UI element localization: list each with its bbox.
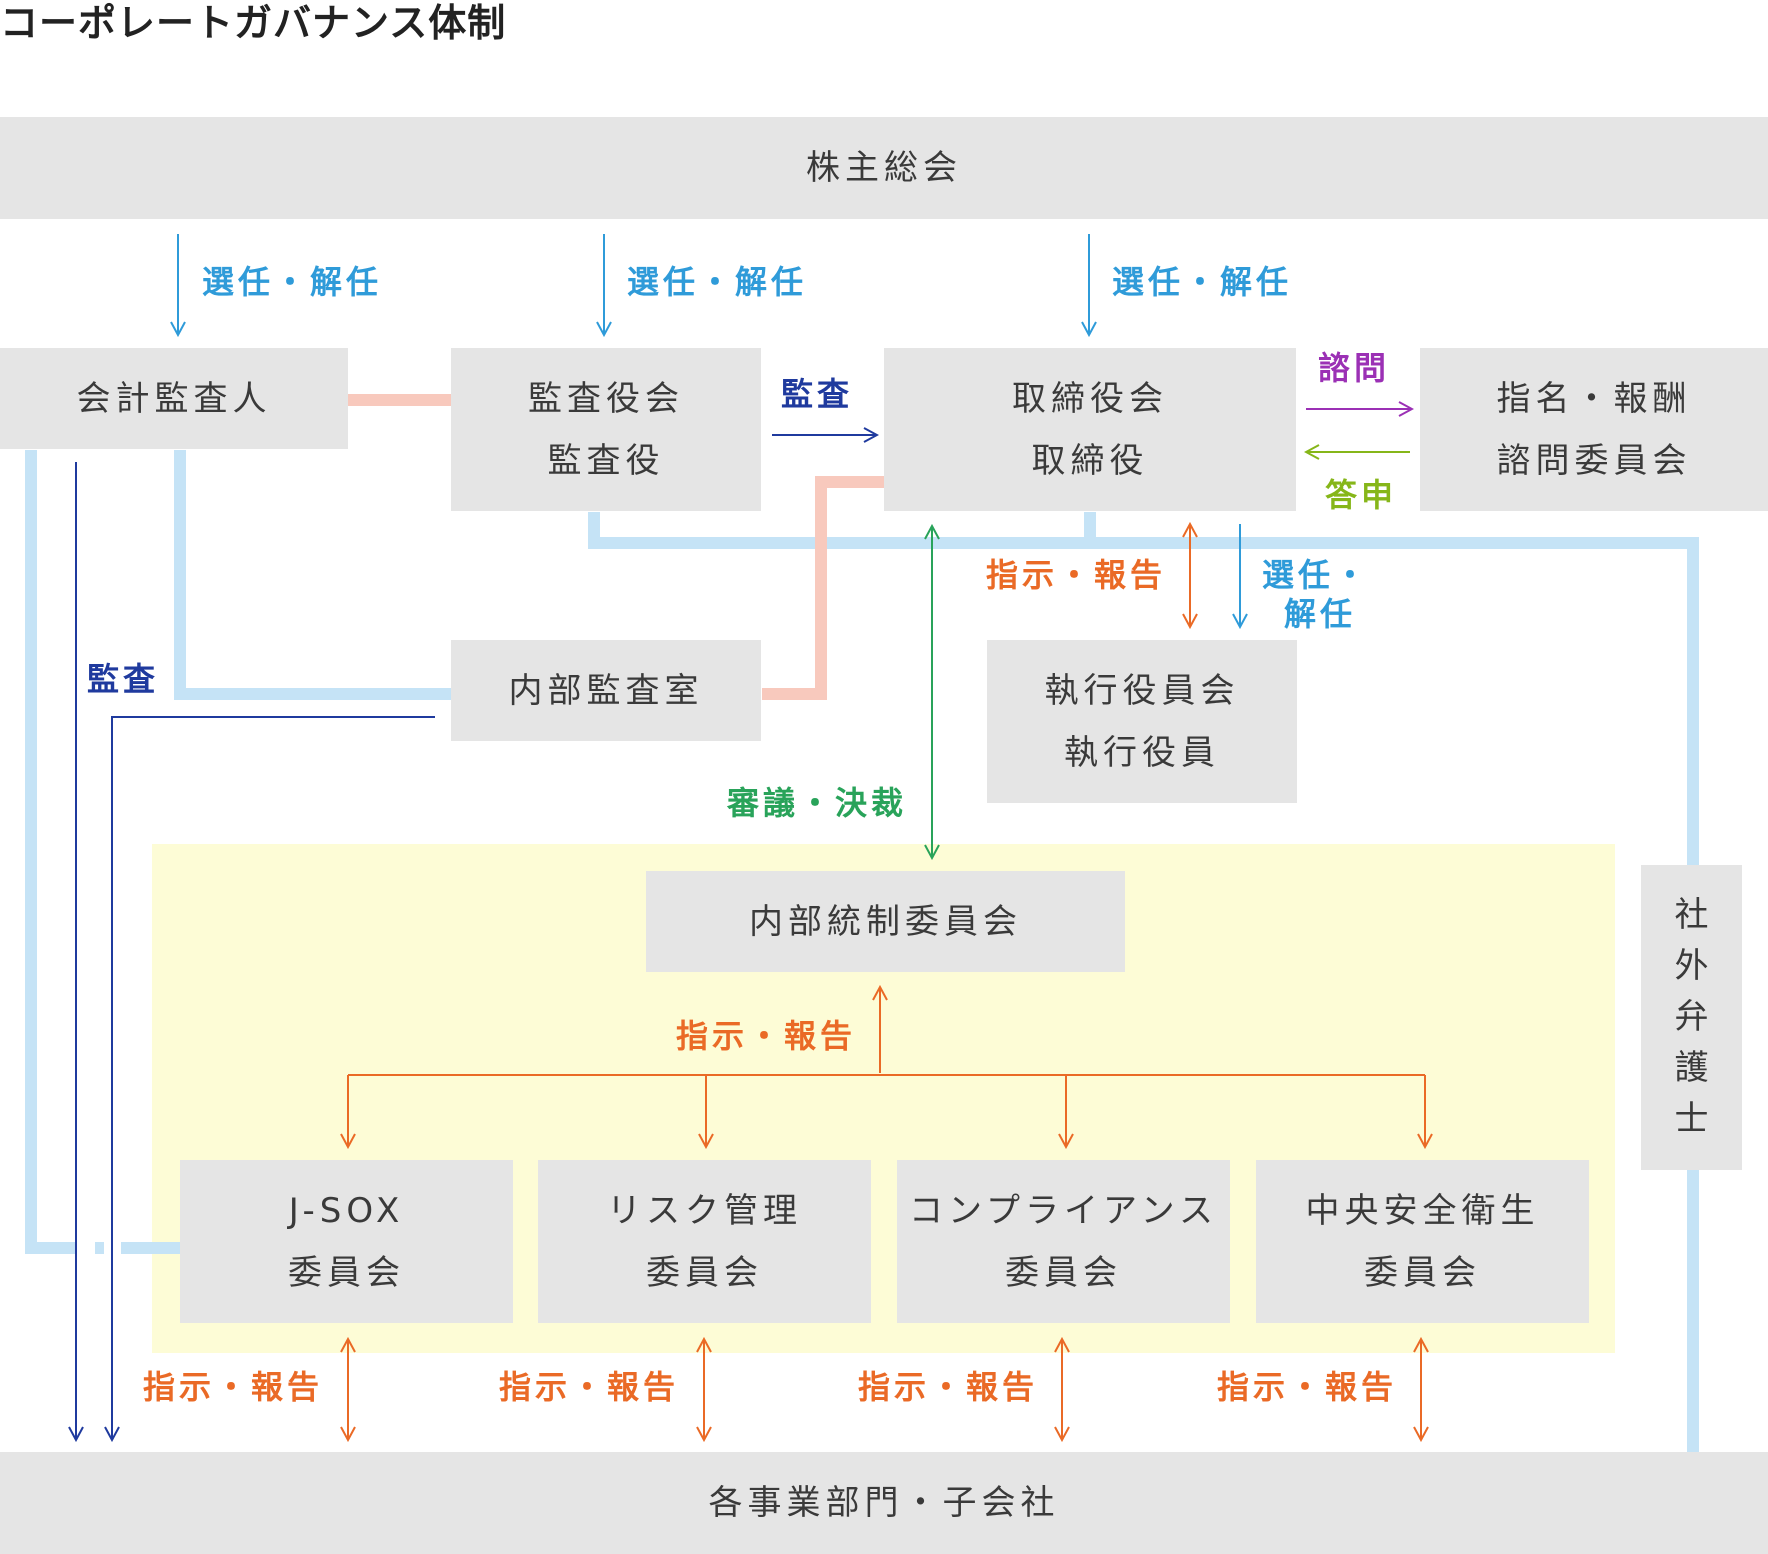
audit-board-box: 監査役会 監査役 [451,348,761,511]
deliberate-label: 審議・決裁 [727,784,908,822]
audit-arrow-left-2 [112,716,435,1440]
instruct-label-bottom-2: 指示・報告 [499,1368,680,1406]
external-lawyer-box: 社 外 弁 護 士 [1641,865,1742,1170]
internal-audit-to-board-line [762,476,884,700]
instruct-label-bottom-4: 指示・報告 [1217,1368,1398,1406]
accounting-auditor-box: 会計監査人 [0,348,348,449]
shareholders-box: 株主総会 [0,117,1768,219]
appoint-label-auditor: 選任・解任 [202,263,383,301]
audit-label-board: 監査 [781,375,854,413]
audit-label-left: 監査 [87,660,160,698]
auditor-to-internal-audit-line [174,450,451,700]
consult-label: 諮問 [1318,349,1391,387]
navy-arrows [76,435,877,1440]
compliance-committee-box: コンプライアンス 委員会 [897,1160,1230,1323]
auditor-to-jsox-line [25,450,77,1254]
instruct-label-bottom-3: 指示・報告 [858,1368,1039,1406]
board-box: 取締役会 取締役 [884,348,1296,511]
light-blue-lines [25,450,1699,1452]
instruct-label-executive: 指示・報告 [986,556,1167,594]
executive-box: 執行役員会 執行役員 [987,640,1297,803]
lawyer-connector-line [588,512,1699,865]
pink-lines [348,394,884,700]
jsox-committee-box: J-SOX 委員会 [180,1160,513,1323]
nomination-committee-box: 指名・報酬 諮問委員会 [1420,348,1768,511]
answer-label: 答申 [1325,476,1398,514]
departments-box: 各事業部門・子会社 [0,1452,1768,1554]
appoint-label-executive-2: 解任 [1284,595,1357,633]
instruct-label-bottom-1: 指示・報告 [143,1368,324,1406]
appoint-label-board: 選任・解任 [1112,263,1293,301]
safety-committee-box: 中央安全衛生 委員会 [1256,1160,1589,1323]
blue-arrows [178,234,1240,627]
risk-committee-box: リスク管理 委員会 [538,1160,871,1323]
appoint-label-audit-board: 選任・解任 [627,263,808,301]
instruct-label-internal-control: 指示・報告 [676,1017,857,1055]
internal-control-box: 内部統制委員会 [646,871,1125,972]
orange-arrows [348,524,1425,1440]
internal-audit-box: 内部監査室 [451,640,761,741]
appoint-label-executive-1: 選任・ [1262,556,1371,594]
page-title: コーポレートガバナンス体制 [0,1,507,45]
